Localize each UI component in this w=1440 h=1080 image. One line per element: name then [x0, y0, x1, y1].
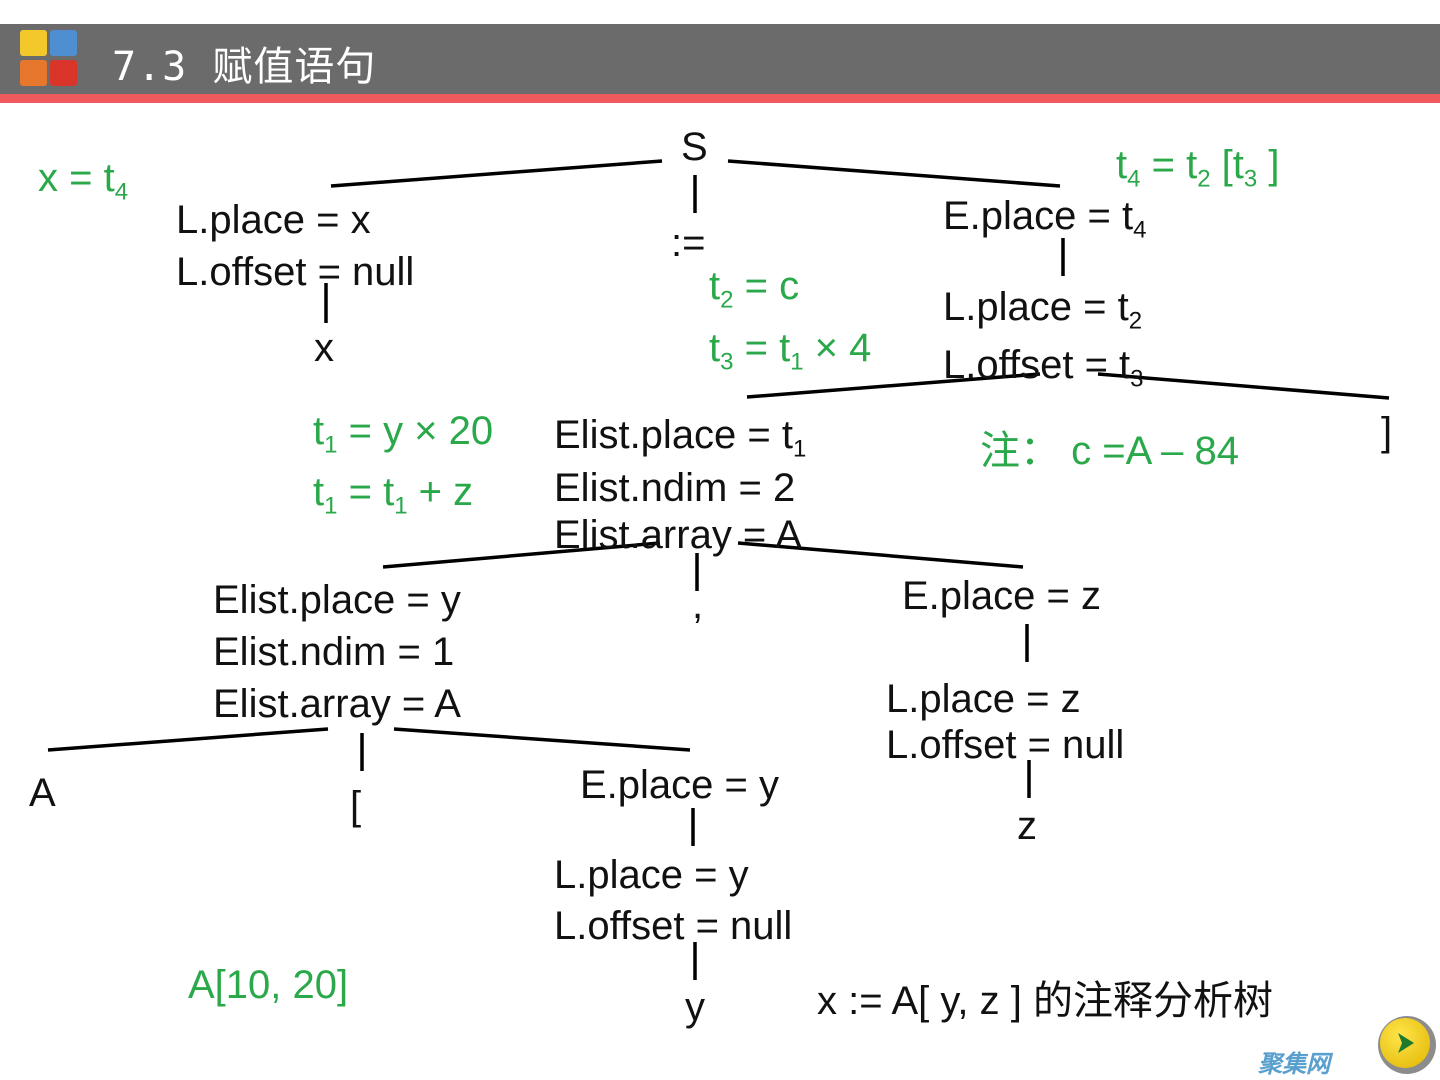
- puzzle-logo-icon: [20, 30, 80, 88]
- next-arrow-icon[interactable]: [1380, 1018, 1430, 1068]
- figure-caption: x := A[ y, z ] 的注释分析树: [817, 979, 1273, 1023]
- annotation-x-eq-t4: x = t4: [38, 156, 129, 206]
- leaf-open-bracket: [: [350, 784, 362, 828]
- title-bar-accent: [0, 94, 1440, 103]
- node-elist2-ndim: Elist.ndim = 2: [554, 466, 796, 510]
- node-root-s: S: [681, 125, 708, 169]
- node-ey-place: E.place = y: [580, 763, 780, 807]
- node-lz-offset: L.offset = null: [886, 723, 1125, 767]
- edge-elist1-ey: [393, 727, 691, 752]
- edge-l-elist: [746, 372, 1041, 399]
- watermark-logo: 聚集网: [1258, 1050, 1330, 1078]
- node-ez-place: E.place = z: [902, 574, 1102, 618]
- annotation-t1-plus-z: t1 = t1 + z: [313, 470, 474, 520]
- edge-s-right: [727, 159, 1061, 188]
- node-left-offset: L.offset = null: [176, 250, 415, 294]
- node-elist1-ndim: Elist.ndim = 1: [213, 630, 455, 674]
- leaf-a: A: [29, 771, 56, 815]
- leaf-y: y: [685, 985, 705, 1029]
- annotation-note: 注： c =A – 84: [980, 429, 1240, 473]
- page-title: 7.3 赋值语句: [112, 44, 377, 90]
- next-slide-button[interactable]: [1378, 1016, 1436, 1074]
- annotation-t1-eq-y20: t1 = y × 20: [313, 409, 494, 459]
- node-assign-op: :=: [671, 221, 706, 265]
- leaf-z: z: [1017, 804, 1037, 848]
- leaf-comma: ,: [692, 583, 704, 627]
- node-elist1-array: Elist.array = A: [213, 682, 461, 726]
- annotation-t2-eq-c: t2 = c: [709, 264, 800, 314]
- annotation-array-decl: A[10, 20]: [188, 963, 349, 1007]
- node-elist2-place: Elist.place = t1: [554, 413, 807, 463]
- node-ly-offset: L.offset = null: [554, 904, 793, 948]
- annotation-t3-eq: t3 = t1 × 4: [709, 326, 872, 376]
- node-left-place: L.place = x: [176, 198, 371, 242]
- node-elist1-place: Elist.place = y: [213, 578, 461, 622]
- edge-s-left: [330, 159, 663, 188]
- edge-elist1-a: [47, 727, 329, 752]
- leaf-close-bracket: ]: [1381, 410, 1393, 454]
- node-l-place-t2: L.place = t2: [943, 285, 1143, 335]
- edge-l-bracket: [1097, 372, 1390, 400]
- edge-elist2-elist1: [382, 541, 661, 569]
- title-bar: [0, 24, 1440, 94]
- leaf-x: x: [314, 326, 334, 370]
- edge-elist2-ez: [737, 541, 1024, 569]
- node-l-offset-t3: L.offset = t3: [943, 343, 1144, 393]
- node-e-place-t4: E.place = t4: [943, 194, 1147, 244]
- annotation-t4-eq: t4 = t2 [t3 ]: [1116, 143, 1280, 193]
- node-ly-place: L.place = y: [554, 853, 749, 897]
- node-lz-place: L.place = z: [886, 677, 1081, 721]
- node-elist2-array: Elist.array = A: [554, 513, 802, 557]
